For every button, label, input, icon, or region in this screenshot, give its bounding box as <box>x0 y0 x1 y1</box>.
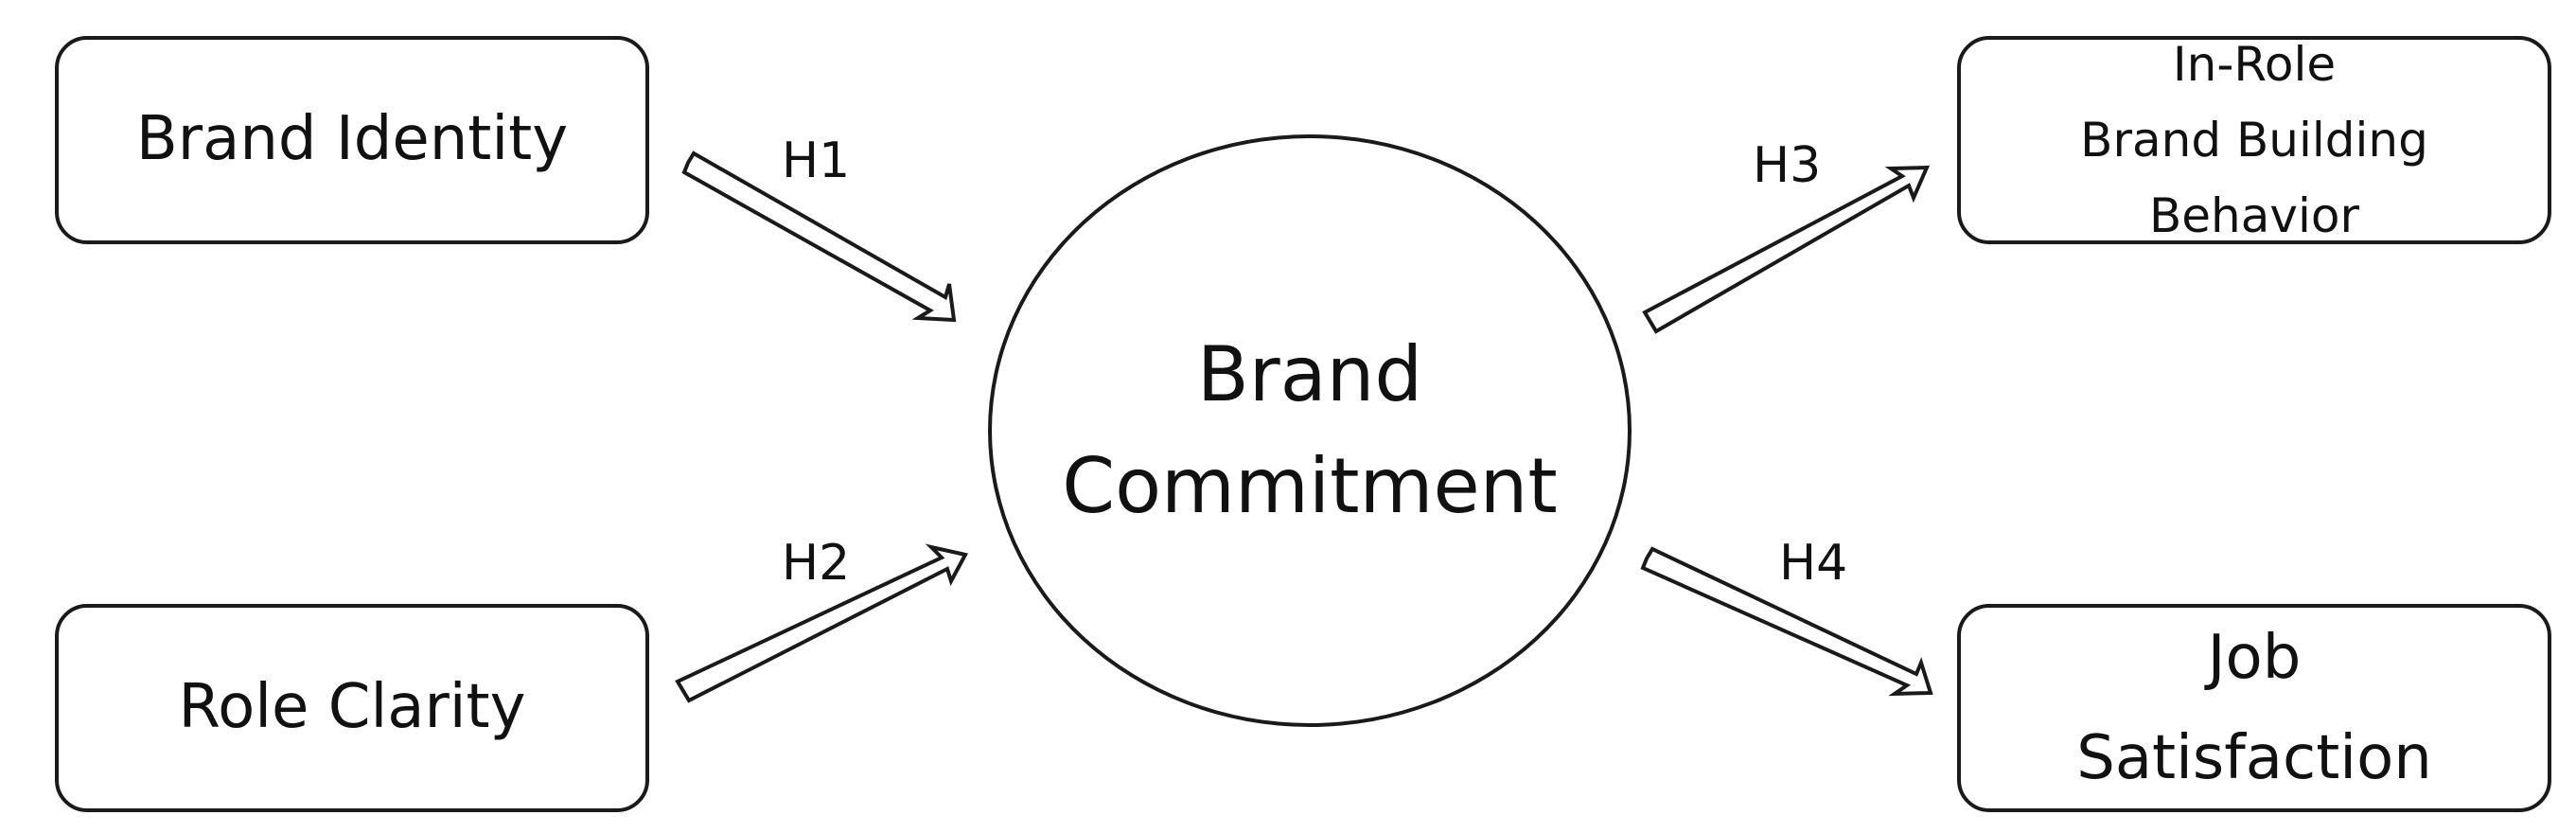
hypothesis-label-h2: H2 <box>782 535 851 592</box>
node-in-role-brand-building-behavior: In-Role Brand Building Behavior <box>1957 36 2551 244</box>
node-brand-identity-label: Brand Identity <box>135 104 569 175</box>
arrow-h1 <box>681 151 957 323</box>
node-job-satisfaction-label: Job Satisfaction <box>2076 623 2432 793</box>
arrow-h2 <box>675 543 969 703</box>
arrow-h3 <box>1642 165 1931 334</box>
node-in-role-label: In-Role Brand Building Behavior <box>2080 37 2428 243</box>
node-brand-commitment-label: Brand Commitment <box>1062 330 1558 530</box>
arrow-h4 <box>1640 546 1933 697</box>
node-role-clarity-label: Role Clarity <box>178 672 526 743</box>
hypothesis-label-h3: H3 <box>1753 137 1822 194</box>
hypothesis-label-h1: H1 <box>782 133 851 189</box>
node-brand-identity: Brand Identity <box>55 36 649 244</box>
node-brand-commitment: Brand Commitment <box>988 134 1632 727</box>
hypothesis-label-h4: H4 <box>1779 535 1848 592</box>
node-role-clarity: Role Clarity <box>55 604 649 812</box>
node-job-satisfaction: Job Satisfaction <box>1957 604 2551 812</box>
